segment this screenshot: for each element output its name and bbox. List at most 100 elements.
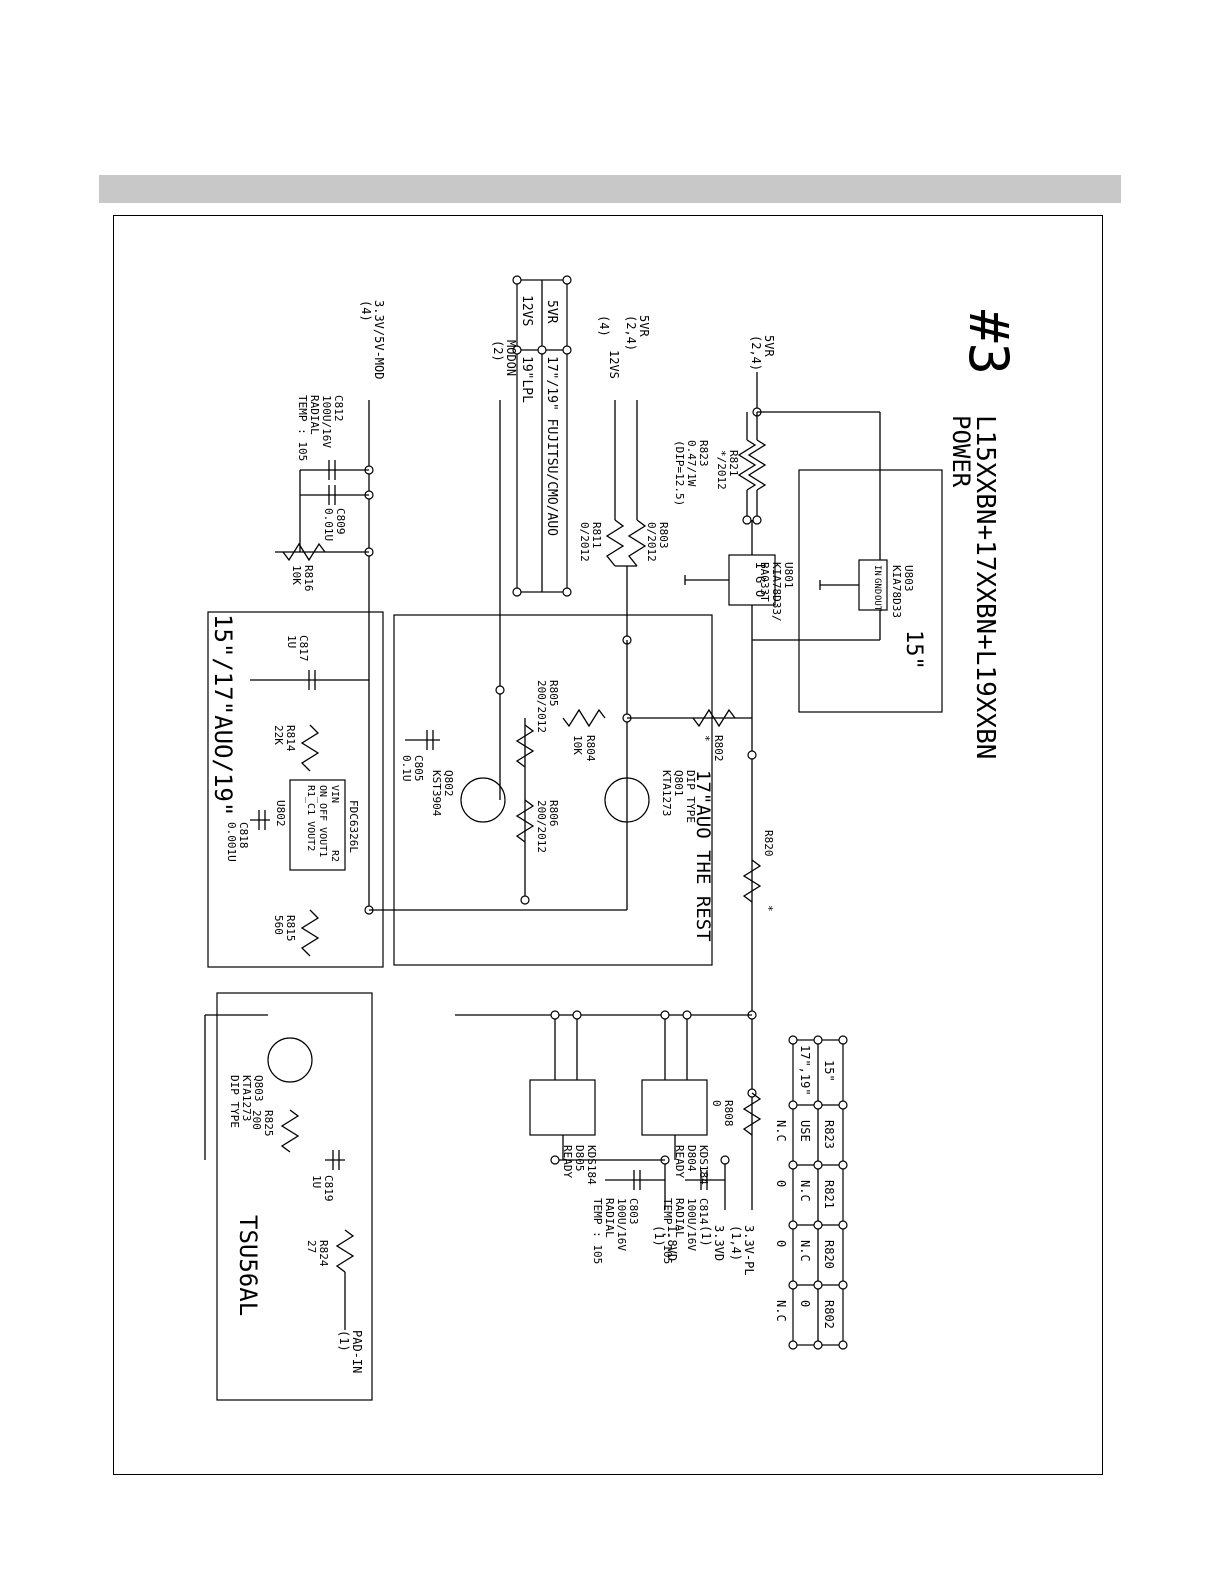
net-modon: MODON [504,340,518,376]
d804-status: READY [673,1145,686,1178]
d805-status: READY [561,1145,574,1178]
box-17auo-rest [393,614,713,966]
r816-value: 10K [290,565,303,585]
r811-ref: R811 [590,522,603,549]
c818-ref: C818 [237,822,250,849]
u802-pin-onoff: ON_OFF VOUT1 [317,785,328,857]
box-tsu56al [216,992,373,1401]
c805-ref: C805 [412,755,425,782]
box-15 [798,469,943,713]
q803-type: DIP TYPE [228,1075,241,1128]
tbl-15-r802: 0 [798,1300,812,1307]
r823-dip: (DIP=12.5) [673,440,686,506]
opt-top-fujitsu: 17"/19" FUJITSU/CMO/AUO [544,356,559,536]
r824-value: 27 [305,1240,318,1253]
q801-part: KTA1273 [660,770,673,816]
r814-ref: R814 [284,725,297,752]
tbl-col-r823: R823 [822,1120,836,1149]
box-15-17auo-19 [207,611,384,968]
opt-top-12vs: 12VS [519,295,534,326]
u801-part-alt: BA033T [758,562,771,602]
net-5vr-top-ref: (2,4) [749,335,763,371]
u803-pin-out: OUT [872,595,882,612]
r815-ref: R815 [284,915,297,942]
r803-value: 0/2012 [645,522,658,562]
c814-ref: C814 [697,1198,710,1225]
net-mod-3v3-5v: 3.3V/5V-MOD [372,300,386,379]
title-model: L15XXBN+17XXBN+L19XXBN [970,415,1000,759]
r806-value: 200/2012 [535,800,548,853]
tbl-17-r823: N.C [774,1120,788,1142]
r820-value: * [762,905,775,912]
r823-value: 0.47/1W [685,440,698,487]
header-band [99,175,1121,203]
q803-body [267,1037,313,1083]
c812-type: RADIAL [308,395,321,435]
net-3v3d: 3.3VD [712,1225,726,1261]
u801-pin-i: I [753,562,767,569]
net-5vr-top: 5VR [762,335,776,357]
c803-temp: TEMP : 105 [591,1198,604,1264]
r825-ref: R825 [262,1110,275,1137]
c819-ref: C819 [322,1175,335,1202]
box-17auo-rest-label: 17"AUO THE REST [692,770,714,942]
r821-value: */2012 [715,450,728,490]
u803-ref: U803 [902,565,915,592]
d805-part: KDS184 [585,1145,598,1185]
r808-ref: R808 [722,1100,735,1127]
tbl-17-r820: 0 [774,1240,788,1247]
title-subtitle: POWER [947,415,975,488]
c812-temp: TEMP : 105 [296,395,309,461]
q803-ref: Q803 [252,1075,265,1102]
r811-value: 0/2012 [578,522,591,562]
u802-pin-vin: VIN [329,785,340,803]
r804-value: 10K [571,735,584,755]
c812-value: 100U/16V [320,395,333,448]
u801-pin-o: O [753,590,767,597]
r815-value: 560 [272,915,285,935]
r808-value: 0 [710,1100,723,1107]
u802-part: FDC6326L [347,800,360,853]
q802-part: KST3904 [430,770,443,817]
schematic-frame [113,215,1103,1475]
u801-ref: U801 [782,562,795,589]
tbl-15-r823: USE [798,1120,812,1142]
tbl-col-r820: R820 [822,1240,836,1269]
r825-value: 200 [250,1110,263,1130]
d805-body [529,1079,596,1136]
net-1v8d-ref: (1) [652,1225,666,1247]
net-3v3-pl-ref: (1,4) [729,1225,743,1261]
box-15-label: 15" [901,630,926,670]
u803-part: KIA78D33 [890,565,903,618]
option-table-bottom: R823 R821 R820 R802 15" USE N.C N.C 0 17… [788,1035,848,1350]
tbl-15-r820: N.C [798,1240,812,1262]
net-pad-in: PAD-IN [350,1330,364,1373]
q802-ref: Q802 [442,770,455,797]
tbl-col-r821: R821 [822,1180,836,1209]
r824-ref: R824 [317,1240,330,1267]
c814-type: RADIAL [673,1198,686,1238]
rotated-drawing: #3 L15XXBN+17XXBN+L19XXBN POWER 15" 17"A… [204,275,1020,1401]
net-12vs: 12VS [607,350,621,379]
tbl-17-r821: 0 [774,1180,788,1187]
opt-top-19lpl: 19"LPL [519,356,534,403]
net-5vr-mid-ref: (2,4) [624,315,638,351]
r821-ref: R821 [727,450,740,477]
net-5vr-mid: 5VR [637,315,651,337]
c809-ref: C809 [334,508,347,535]
q801-body [604,777,650,823]
net-modon-ref: (2) [491,340,505,362]
r806-ref: R806 [547,800,560,827]
r814-value: 22K [272,725,285,745]
title-number: #3 [957,310,1020,375]
c819-value: 1U [310,1175,323,1188]
d804-ref: D804 [685,1145,698,1172]
u802-pin-r2: R2 [329,850,340,862]
net-mod-3v3-5v-ref: (4) [359,300,373,322]
c803-value: 100U/16V [615,1198,628,1251]
net-3v3d-ref: (1) [699,1225,713,1247]
u801-part: KIA78D33/ [770,562,783,622]
net-1v8d: 1.8VD [665,1225,679,1261]
u803-pin-gnd: GND [872,578,882,594]
